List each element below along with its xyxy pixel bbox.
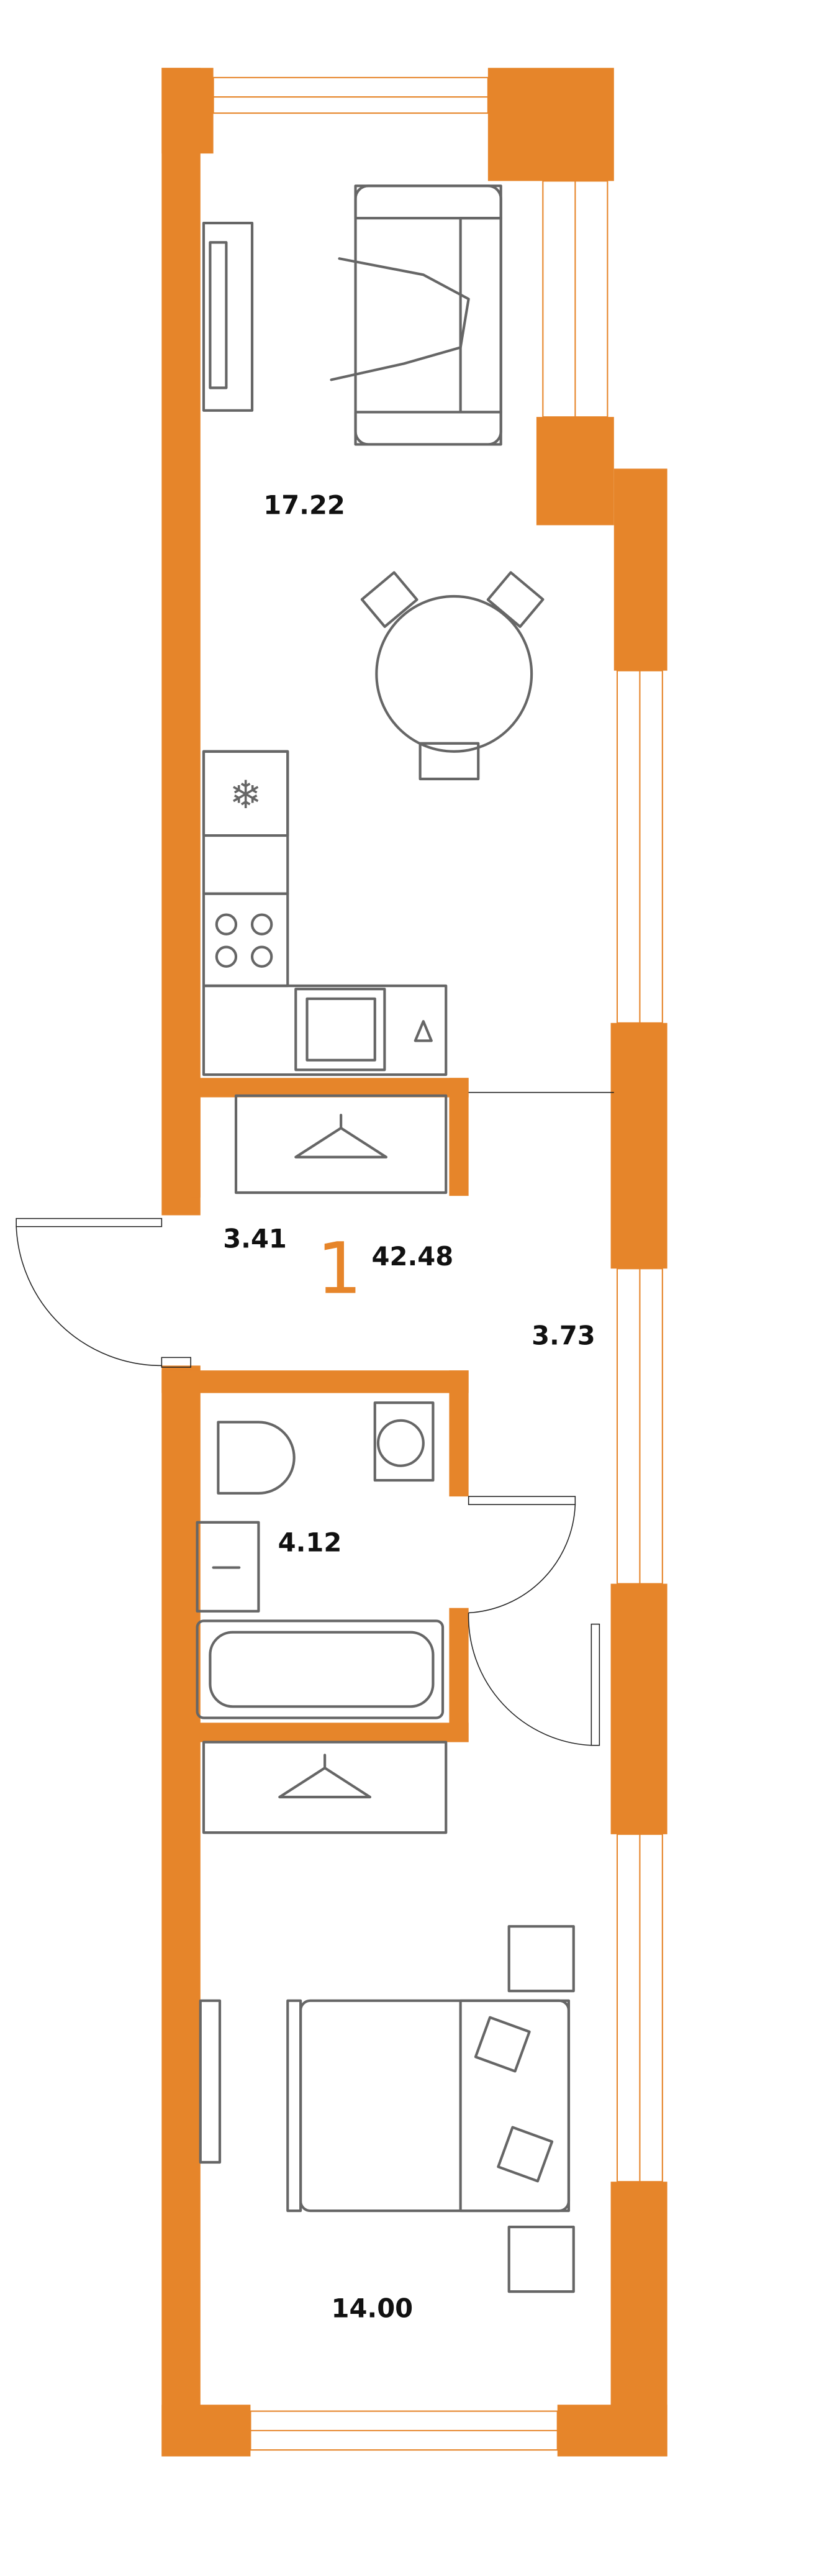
bathroom-fixtures bbox=[196, 1401, 445, 1719]
svg-text:❄: ❄ bbox=[229, 773, 261, 817]
area-bathroom: 4.12 bbox=[278, 1527, 342, 1558]
area-hall: 3.41 bbox=[223, 1223, 287, 1254]
bed bbox=[199, 1925, 575, 2293]
dining-table bbox=[360, 571, 545, 781]
tv-living bbox=[202, 221, 254, 412]
kitchen: ❄ bbox=[202, 750, 448, 1076]
area-bedroom: 14.00 bbox=[332, 2293, 414, 2324]
area-living-kitchen: 17.22 bbox=[263, 489, 345, 520]
area-corridor: 3.73 bbox=[532, 1321, 595, 1351]
wardrobe-bedroom bbox=[202, 1741, 448, 1834]
doors bbox=[16, 1217, 600, 1746]
wardrobe-hall bbox=[234, 1094, 448, 1195]
walls bbox=[161, 68, 667, 2457]
windows bbox=[212, 76, 663, 2451]
apartment-number: 1 bbox=[317, 1227, 362, 1309]
sofa bbox=[330, 184, 502, 446]
total-area: 42.48 bbox=[372, 1241, 454, 1272]
